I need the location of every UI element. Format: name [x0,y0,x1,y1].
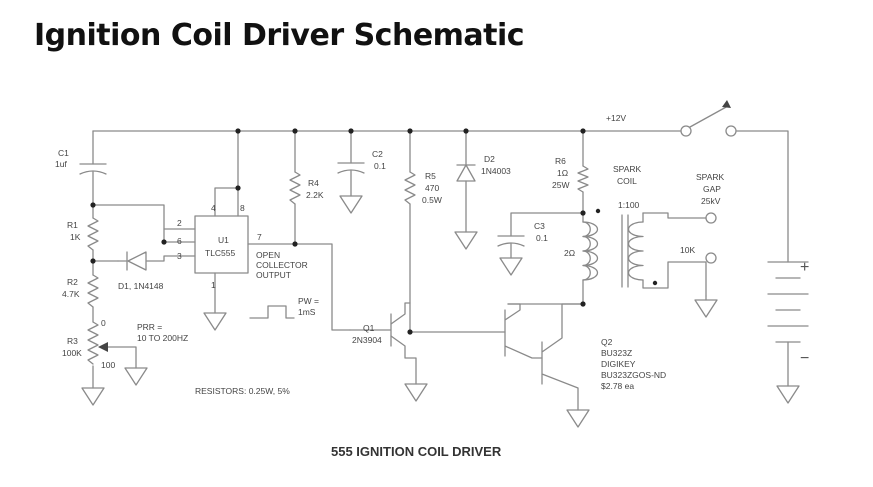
label-two-ohm: 2Ω [564,248,575,258]
label-pw1: PW = [298,296,319,306]
label-spark-coil1: SPARK [613,164,642,174]
label-ten-k: 10K [680,245,695,255]
label-q2-part: BU323Z [601,348,632,358]
resistor-r2 [87,274,99,308]
label-q2-price: $2.78 ea [601,381,634,391]
spark-coil [582,212,644,288]
diagram-caption: 555 IGNITION COIL DRIVER [331,444,502,459]
spark-gap [705,212,717,264]
label-c2-val: 0.1 [374,161,386,171]
label-c2-name: C2 [372,149,383,159]
label-plus: + [800,259,809,276]
ground-symbols [81,195,800,428]
label-r6-val: 1Ω [557,168,568,178]
label-gap3: 25kV [701,196,721,206]
label-r3-val: 100K [62,348,82,358]
label-pw2: 1mS [298,307,316,317]
label-r5-watt: 0.5W [422,195,442,205]
label-open3: OUTPUT [256,270,291,280]
label-r1-val: 1K [70,232,81,242]
capacitor-c1 [79,163,107,175]
label-u1-part: TLC555 [205,248,236,258]
label-prr1: PRR = [137,322,162,332]
page-title: Ignition Coil Driver Schematic [34,18,525,53]
label-r5-val: 470 [425,183,439,193]
label-ratio: 1:100 [618,200,640,210]
wires [92,130,789,411]
resistor-r6 [577,165,589,193]
label-pin2: 2 [177,218,182,228]
label-q2-vendor: DIGIKEY [601,359,636,369]
label-pin4: 4 [211,203,216,213]
label-c3-val: 0.1 [536,233,548,243]
labels: +12V C1 1uf C2 0.1 C3 0.1 R1 1K R2 4.7K … [55,113,809,459]
label-r5-name: R5 [425,171,436,181]
label-d1: D1, 1N4148 [118,281,164,291]
label-r6-watt: 25W [552,180,569,190]
resistor-r5 [404,171,416,205]
label-resistors: RESISTORS: 0.25W, 5% [195,386,290,396]
label-pin7: 7 [257,232,262,242]
label-pin6: 6 [177,236,182,246]
label-r6-name: R6 [555,156,566,166]
label-prr2: 10 TO 200HZ [137,333,188,343]
label-r2-val: 4.7K [62,289,80,299]
label-minus: − [800,350,809,367]
label-u1-name: U1 [218,235,229,245]
capacitor-c3 [497,235,525,247]
label-r3-hundred: 100 [101,360,115,370]
label-d2-name: D2 [484,154,495,164]
resistor-r3 [87,321,99,365]
label-open1: OPEN [256,250,280,260]
label-c1-val: 1uf [55,159,67,169]
diode-d1 [117,251,147,271]
label-v12: +12V [606,113,626,123]
label-q1-part: 2N3904 [352,335,382,345]
label-c3-name: C3 [534,221,545,231]
pulse-waveform [249,305,295,319]
capacitor-c2 [337,162,365,174]
label-r3-name: R3 [67,336,78,346]
label-open2: COLLECTOR [256,260,308,270]
label-pin3: 3 [177,251,182,261]
battery [767,261,809,387]
label-r1-name: R1 [67,220,78,230]
resistor-r1 [87,217,99,251]
diode-d2 [456,164,476,182]
label-gap1: SPARK [696,172,725,182]
r3-wiper-arrow [98,342,108,352]
label-c1-name: C1 [58,148,69,158]
power-switch [680,100,737,137]
label-r2-name: R2 [67,277,78,287]
junction-dots [90,128,658,335]
label-r4-name: R4 [308,178,319,188]
label-pin8: 8 [240,203,245,213]
resistor-r4 [289,171,301,205]
label-spark-coil2: COIL [617,176,637,186]
label-r3-zero: 0 [101,318,106,328]
label-pin1: 1 [211,280,216,290]
label-r4-val: 2.2K [306,190,324,200]
ic-u1-body [194,215,249,274]
label-q2-pn: BU323ZGOS-ND [601,370,666,380]
label-q1-name: Q1 [363,323,375,333]
label-gap2: GAP [703,184,721,194]
label-d2-val: 1N4003 [481,166,511,176]
label-q2-name: Q2 [601,337,613,347]
